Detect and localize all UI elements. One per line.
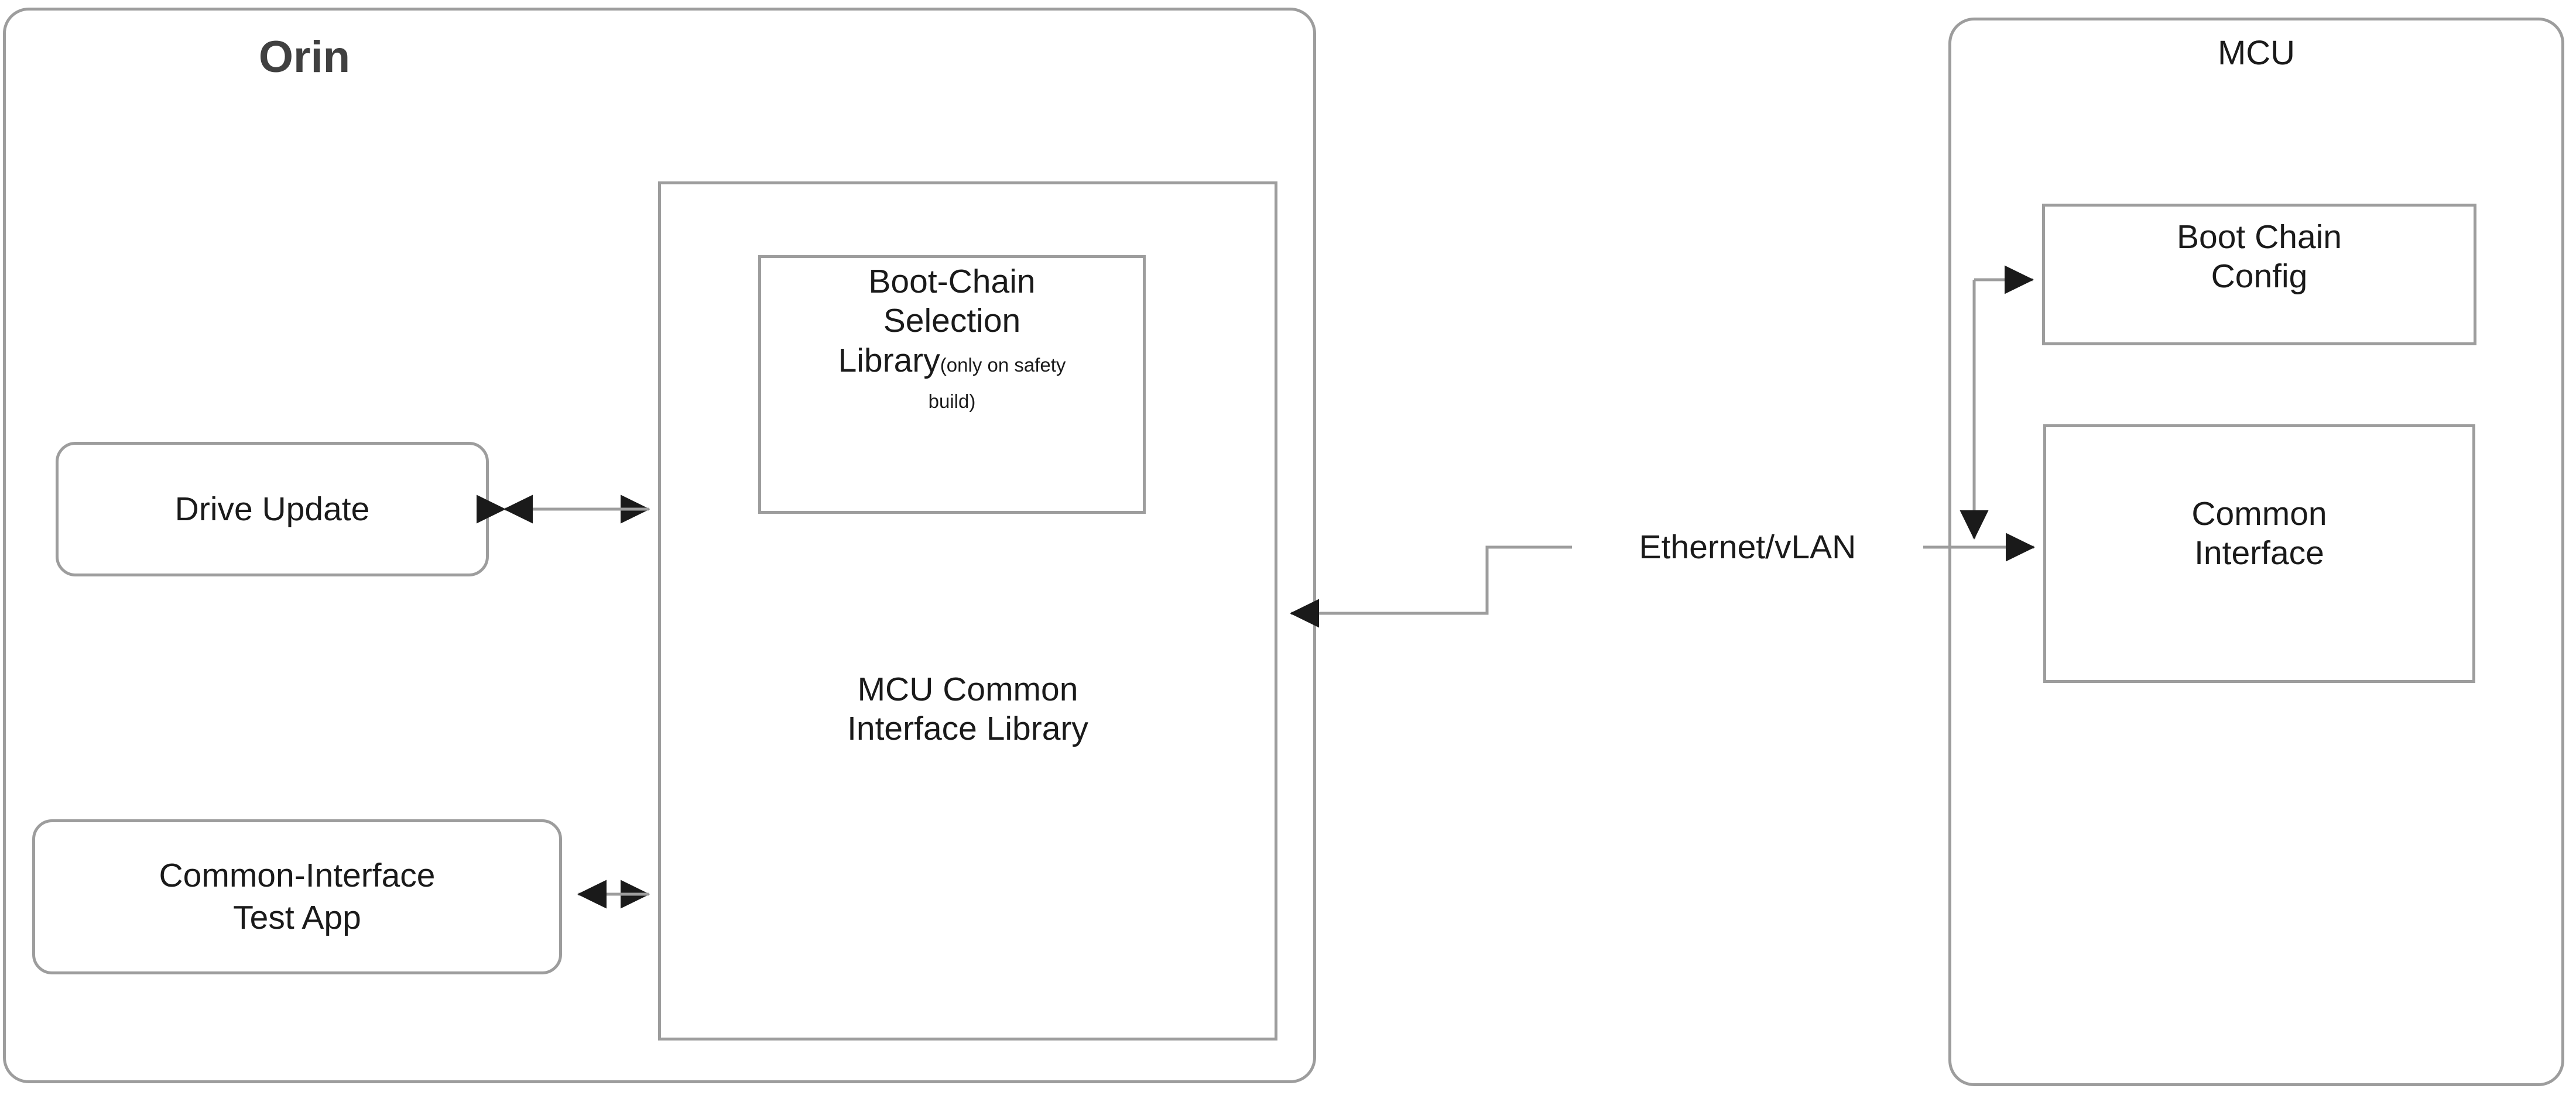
boot-chain-line2: Selection [883,302,1021,340]
common-interface-label: Common Interface [2043,495,2475,574]
boot-chain-line1: Boot-Chain [868,263,1036,300]
common-interface-test-app-label: Common-Interface Test App [159,855,435,939]
common-interface-line2: Interface [2194,534,2324,572]
boot-chain-config-box [2042,204,2476,345]
test-app-label-line2: Test App [233,898,361,936]
boot-chain-config-label: Boot Chain Config [2042,218,2476,297]
orin-panel-title: Orin [258,32,351,82]
boot-chain-note-line1: (only on safety [940,353,1066,376]
boot-chain-line3-wrap: Library(only on safety [758,341,1146,384]
drive-update-label: Drive Update [174,490,370,528]
common-interface-test-app-box[interactable]: Common-Interface Test App [32,819,562,974]
boot-chain-note-line2: build) [928,390,976,413]
common-interface-line1: Common [2191,495,2327,533]
boot-chain-config-line2: Config [2211,257,2308,296]
test-app-label-line1: Common-Interface [159,857,436,895]
mcu-panel-title: MCU [2217,34,2296,72]
mcu-common-interface-library-label: MCU Common Interface Library [658,670,1277,749]
boot-chain-line3: Library [838,341,940,379]
library-label-line1: MCU Common [857,671,1078,708]
common-interface-box [2043,424,2475,683]
boot-chain-config-line1: Boot Chain [2176,218,2342,256]
library-label-line2: Interface Library [847,710,1088,748]
boot-chain-selection-library-box [758,255,1146,514]
ethernet-vlan-label: Ethernet/vLAN [1572,527,1923,568]
drive-update-box[interactable]: Drive Update [56,442,489,576]
boot-chain-selection-library-label: Boot-Chain Selection Library(only on saf… [758,262,1146,420]
